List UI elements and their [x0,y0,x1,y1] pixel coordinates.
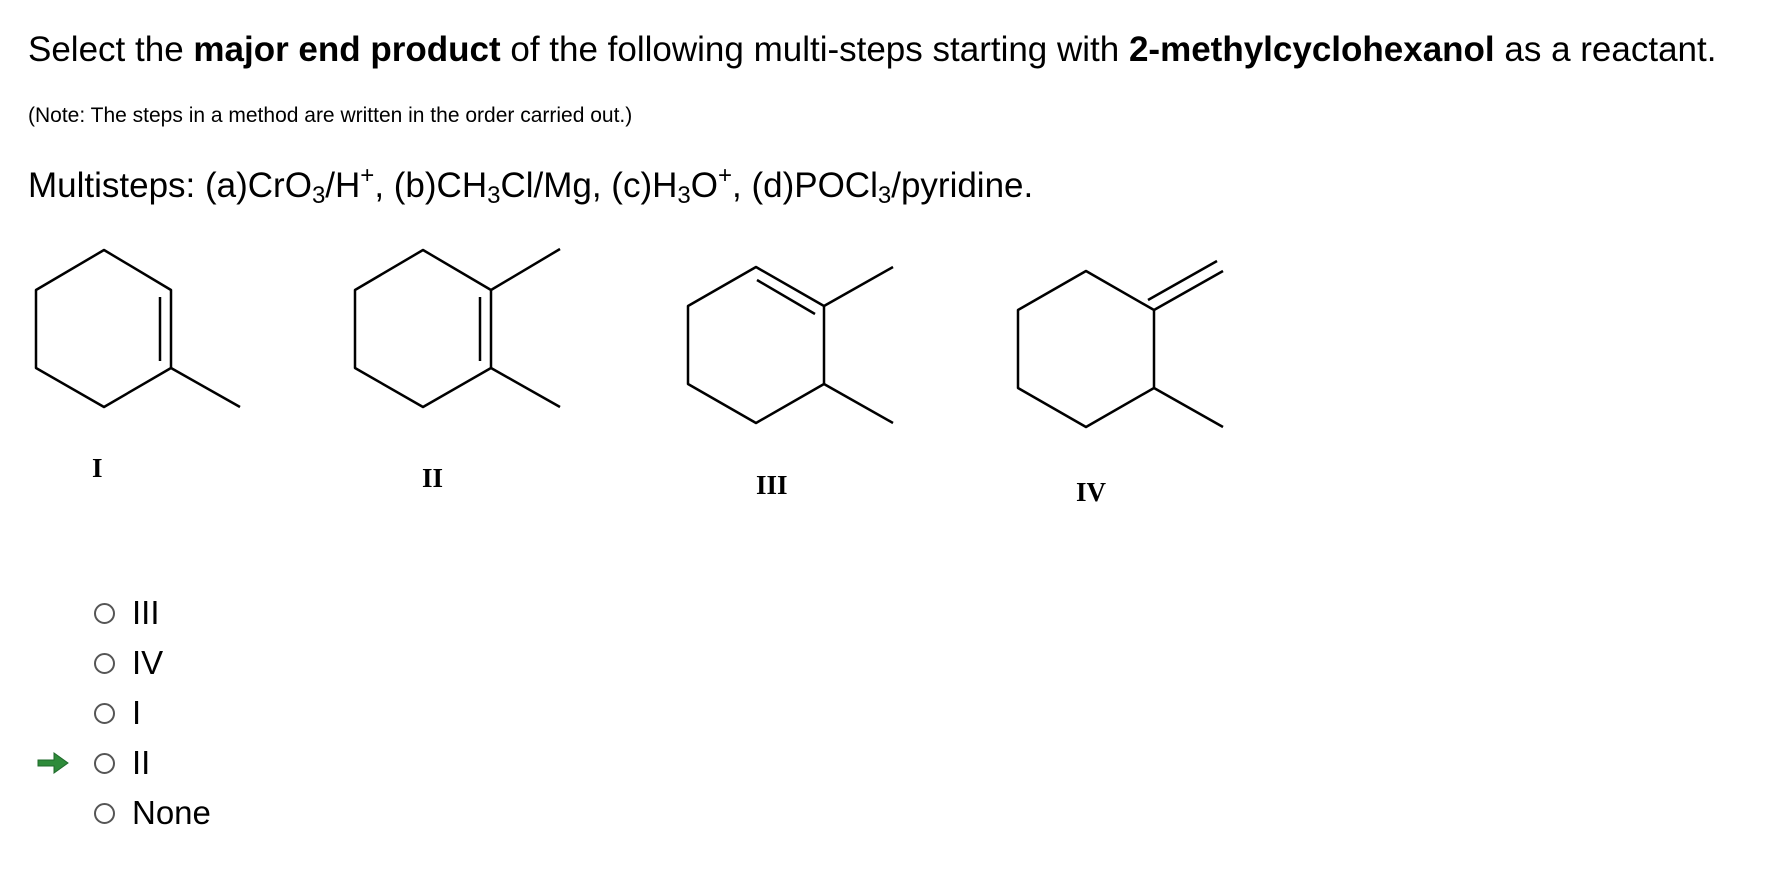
structure-i-drawing [34,248,241,409]
structure-label-iv: IV [1076,477,1107,507]
radio-button[interactable] [94,702,115,724]
radio-button[interactable] [94,802,115,824]
steps-sub-3: 3 [677,182,691,209]
option-label: None [132,794,211,831]
steps-sub-1: 3 [311,182,326,209]
question-part-1: Select the [28,30,194,69]
steps-sup-2: + [717,162,732,189]
steps-text-6: /pyridine. [891,166,1034,205]
steps-text-4: O [690,166,718,205]
question-part-3: as a reactant. [1494,30,1717,69]
radio-button[interactable] [94,602,115,624]
option-label: I [132,694,142,731]
question-text: Select the major end product of the foll… [28,30,1716,70]
structure-label-i: I [92,453,103,483]
question-bold-1: major end product [193,30,501,69]
steps-text-1: /H [325,166,361,205]
steps-prefix: Multisteps: (a)CrO [28,166,312,205]
structure-label-ii: II [422,463,444,493]
correct-answer-arrow-icon [37,752,69,774]
steps-sub-4: 3 [877,182,892,209]
steps-sub-2: 3 [487,182,501,209]
structure-label-iii: III [756,470,788,500]
steps-sup-1: + [360,162,375,189]
structure-iv-drawing [1016,259,1224,429]
structures-figure [34,247,1224,429]
note-text: (Note: The steps in a method are written… [28,104,633,127]
radio-button[interactable] [94,752,115,774]
steps-text-2: , (b)CH [374,166,488,205]
question-part-2: of the following multi-steps starting wi… [500,30,1129,69]
question-bold-2: 2-methylcyclohexanol [1128,30,1495,69]
steps-text-5: , (d)POCl [732,166,878,205]
structure-iii-drawing [686,265,894,425]
radio-button[interactable] [94,652,115,674]
option-label: III [132,594,160,631]
structure-ii-drawing [353,247,561,409]
option-label: IV [132,644,164,681]
steps-text-3: Cl/Mg, (c)H [500,166,678,205]
multisteps-text: Multisteps: (a)CrO3/H+, (b)CH3Cl/Mg, (c)… [28,164,1034,209]
option-label: II [132,744,151,781]
